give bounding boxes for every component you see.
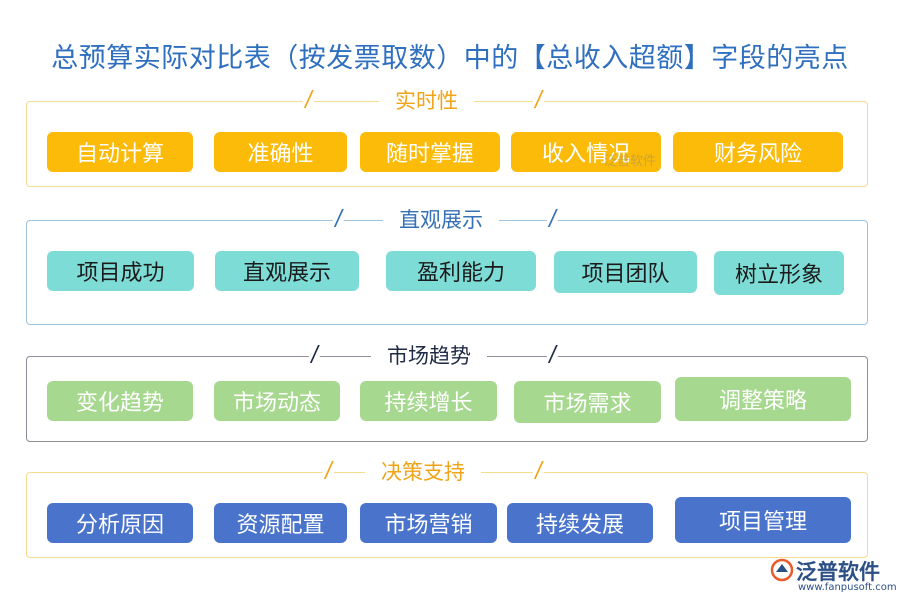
item-pill: 财务风险 <box>673 132 843 172</box>
item-pill: 直观展示 <box>215 251 359 291</box>
group-title: 实时性 <box>379 85 474 115</box>
item-pill: 自动计算 <box>47 132 193 172</box>
item-pill: 变化趋势 <box>47 381 193 421</box>
logo-url: www.fanpusoft.com <box>798 582 897 593</box>
group-title: 市场趋势 <box>371 340 487 370</box>
item-pill: 随时掌握 <box>360 132 500 172</box>
brand-logo: 泛普软件 www.fanpusoft.com <box>770 556 897 596</box>
group-realtime: / 实时性 / 自动计算 准确性 随时掌握 收入情况 财务风险 <box>26 85 868 187</box>
item-pill: 准确性 <box>214 132 347 172</box>
item-pill: 树立形象 <box>714 251 844 295</box>
group-visual: / 直观展示 / 项目成功 直观展示 盈利能力 项目团队 树立形象 <box>26 204 868 325</box>
slash-left-decoration: / <box>301 87 316 112</box>
slash-right-decoration: / <box>545 206 560 231</box>
slash-right-decoration: / <box>531 87 546 112</box>
item-pill: 市场动态 <box>214 381 340 421</box>
item-pill: 盈利能力 <box>386 251 536 291</box>
item-pill: 持续增长 <box>360 381 497 421</box>
group-title: 决策支持 <box>365 456 481 486</box>
logo-name: 泛普软件 <box>796 560 880 584</box>
item-pill: 市场需求 <box>514 381 661 423</box>
item-pill: 项目管理 <box>675 497 851 543</box>
item-pill: 市场营销 <box>360 503 497 543</box>
slash-right-decoration: / <box>531 458 546 483</box>
item-pill: 持续发展 <box>507 503 653 543</box>
item-pill: 项目团队 <box>554 251 697 293</box>
slash-left-decoration: / <box>307 342 322 367</box>
group-decision-support: / 决策支持 / 分析原因 资源配置 市场营销 持续发展 项目管理 <box>26 456 868 558</box>
logo-icon <box>770 558 794 582</box>
item-pill: 项目成功 <box>47 251 194 291</box>
item-pill: 资源配置 <box>214 503 347 543</box>
group-market-trend: / 市场趋势 / 变化趋势 市场动态 持续增长 市场需求 调整策略 <box>26 340 868 442</box>
slash-left-decoration: / <box>321 458 336 483</box>
page-title: 总预算实际对比表（按发票取数）中的【总收入超额】字段的亮点 <box>51 43 849 74</box>
watermark-text: 泛普软件 <box>604 154 657 169</box>
group-title: 直观展示 <box>383 204 499 234</box>
slash-right-decoration: / <box>545 342 560 367</box>
slash-left-decoration: / <box>331 206 346 231</box>
item-pill: 收入情况 <box>511 132 661 172</box>
item-pill: 调整策略 <box>675 377 851 421</box>
item-pill: 分析原因 <box>47 503 193 543</box>
